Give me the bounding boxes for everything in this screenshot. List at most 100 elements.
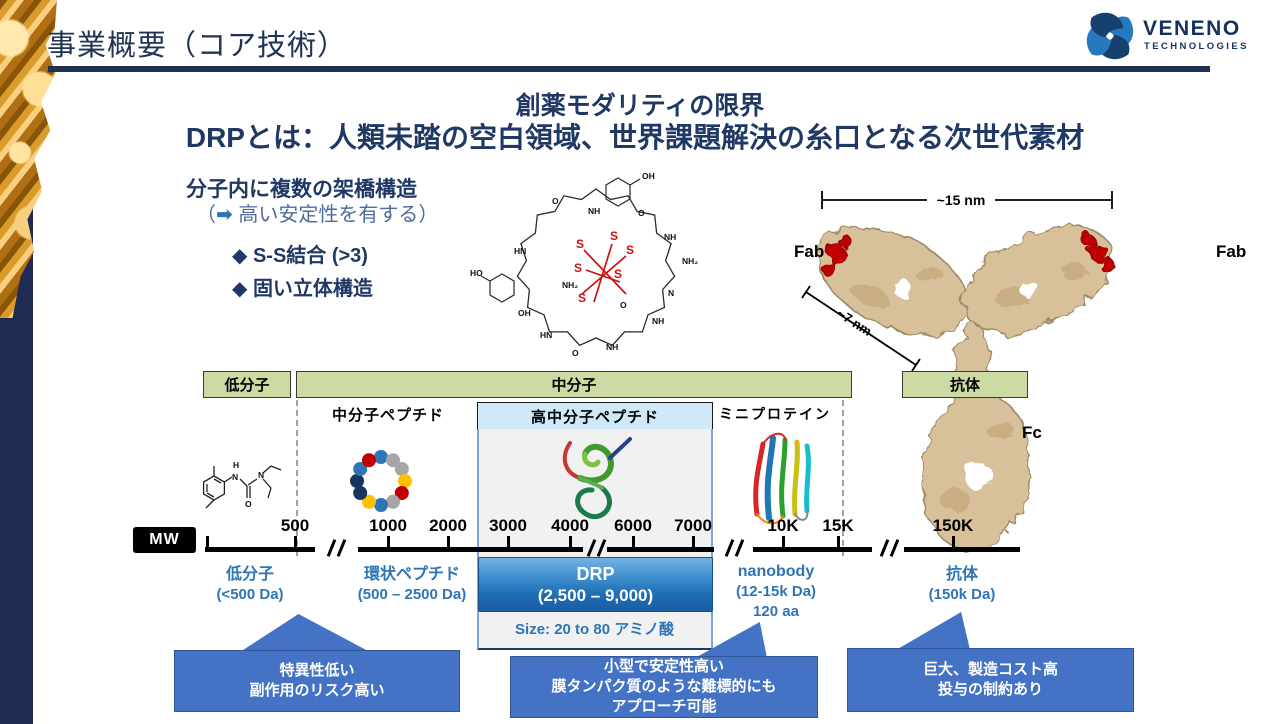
binding-site-red-patches [820,233,1116,276]
axis-tick-label: 150K [932,516,974,535]
mw-axis-label: MW [133,527,196,553]
axis-tick-label: 1000 [369,516,407,535]
logo-subname: TECHNOLOGIES [1144,41,1249,52]
callout-line: アプローチ可能 [611,698,717,715]
svg-text:OH: OH [642,171,655,181]
arm-measure-line [801,285,921,372]
band-antibody: 抗体 [902,371,1028,398]
axis-break-icon [734,539,745,557]
category-range: (500 – 2500 Da) [357,586,467,603]
headline-line1: 創薬モダリティの限界 [515,92,765,120]
svg-text:S: S [574,261,582,275]
svg-text:O: O [620,300,627,310]
svg-text:O: O [572,348,579,358]
subband-miniprotein: ミニプロテイン [719,406,831,422]
category-name: 低分子 [225,566,274,583]
callout-line: 副作用のリスク高い [249,682,385,699]
paren-open: （ [196,204,216,226]
svg-text:N: N [258,470,264,480]
svg-text:N: N [668,288,674,298]
svg-text:OH: OH [518,308,531,318]
feature-subtitle: （➡ 高い安定性を有する） [196,198,438,227]
callout-line: 膜タンパク質のような難標的にも [551,678,777,695]
category-extra: 120 aa [753,603,799,620]
drp-chemical-structure: OH HO O NH O NH NH₂ N NH NH O HN OH HN N… [470,171,698,358]
axis-tick [632,536,635,548]
band-mid-molecule: 中分子 [296,371,852,398]
axis-tick [837,536,840,548]
svg-text:NH: NH [588,206,600,216]
drp-size-label: Size: 20 to 80 アミノ酸 [515,621,674,638]
axis-segment [358,547,583,552]
axis-break-icon [336,539,347,557]
callout-tail-antibody [896,612,970,650]
axis-tick [692,536,695,548]
category-cyclic-peptide: 環状ペプチド (500 – 2500 Da) [322,565,502,605]
svg-text:NH₂: NH₂ [682,256,698,266]
feature-subtitle-text: 高い安定性を有する） [232,204,439,226]
axis-tick [952,536,955,548]
category-drp-box: DRP (2,500 – 9,000) [478,557,713,612]
callout-antibody: 巨大、製造コスト高 投与の制約あり [847,648,1134,712]
feature-title: 分子内に複数の架橋構造 [186,178,417,201]
svg-text:NH: NH [652,316,664,326]
axis-segment [904,547,1020,552]
axis-tick [507,536,510,548]
axis-tick-label: 10K [767,516,799,535]
svg-text:HN: HN [540,330,552,340]
svg-text:NH: NH [606,342,618,352]
svg-text:HO: HO [470,268,483,278]
cyclic-peptide-bead-ring [350,450,412,512]
svg-text:S: S [610,229,618,243]
svg-text:O: O [638,208,645,218]
logo-swirl-icon [1086,12,1134,60]
width-measure-label: ~15 nm [937,192,986,208]
axis-tick-label: 2000 [429,516,467,535]
svg-text:S: S [576,237,584,251]
sulfur-atom-labels: S S S S S S [574,229,634,305]
axis-tick-label: 7000 [674,516,712,535]
axis-tick-label: 500 [280,516,310,535]
drp-ribbon-protein [562,437,632,519]
drp-range: (2,500 – 9,000) [537,586,654,605]
feature-bullet-ss-bonds: ◆ S-S結合 (>3) [232,245,368,267]
svg-text:NH₂: NH₂ [562,280,578,290]
axis-tick-label: 15K [822,516,854,535]
axis-segment [607,547,714,552]
svg-text:NH: NH [664,232,676,242]
axis-tick [387,536,390,548]
axis-tick [569,536,572,548]
arrow-right-icon: ➡ [216,204,233,226]
axis-tick [294,536,297,548]
svg-text:HN: HN [514,246,526,256]
drp-name: DRP [576,564,615,584]
callout-small-molecule: 特異性低い 副作用のリスク高い [174,650,460,712]
title-underline [48,66,1210,72]
callout-line: 巨大、製造コスト高 [922,661,1058,678]
fab-left-label: Fab [794,242,824,261]
antibody-structure-image: ~15 nm ~7 nm Fab Fab Fc [794,188,1246,553]
category-name: 抗体 [945,566,978,583]
subband-high-mid-peptide: 高中分子ペプチド [477,402,713,430]
callout-tail-small [240,614,370,652]
svg-text:O: O [552,196,559,206]
category-range: (150k Da) [928,586,996,603]
subband-mid-peptide: 中分子ペプチド [331,407,444,424]
axis-segment [753,547,872,552]
category-name: 環状ペプチド [363,566,460,583]
logo-name: VENENO [1143,17,1241,40]
company-logo [1072,6,1257,64]
category-nanobody: nanobody (12-15k Da) 120 aa [696,562,856,622]
svg-text:S: S [578,291,586,305]
axis-tick [447,536,450,548]
fc-label: Fc [1022,423,1042,442]
axis-tick-label: 4000 [551,516,589,535]
axis-segment [205,547,315,552]
svg-text:H: H [233,460,239,470]
callout-line: 小型で安定性高い [603,658,724,675]
category-range: (<500 Da) [216,586,284,603]
category-antibody: 抗体 (150k Da) [892,565,1032,605]
headline-line2: DRPとは：人類未踏の空白領域、世界課題解決の糸口となる次世代素材 [185,122,1085,153]
feature-bullet-rigid-structure: ◆ 固い立体構造 [232,278,373,300]
